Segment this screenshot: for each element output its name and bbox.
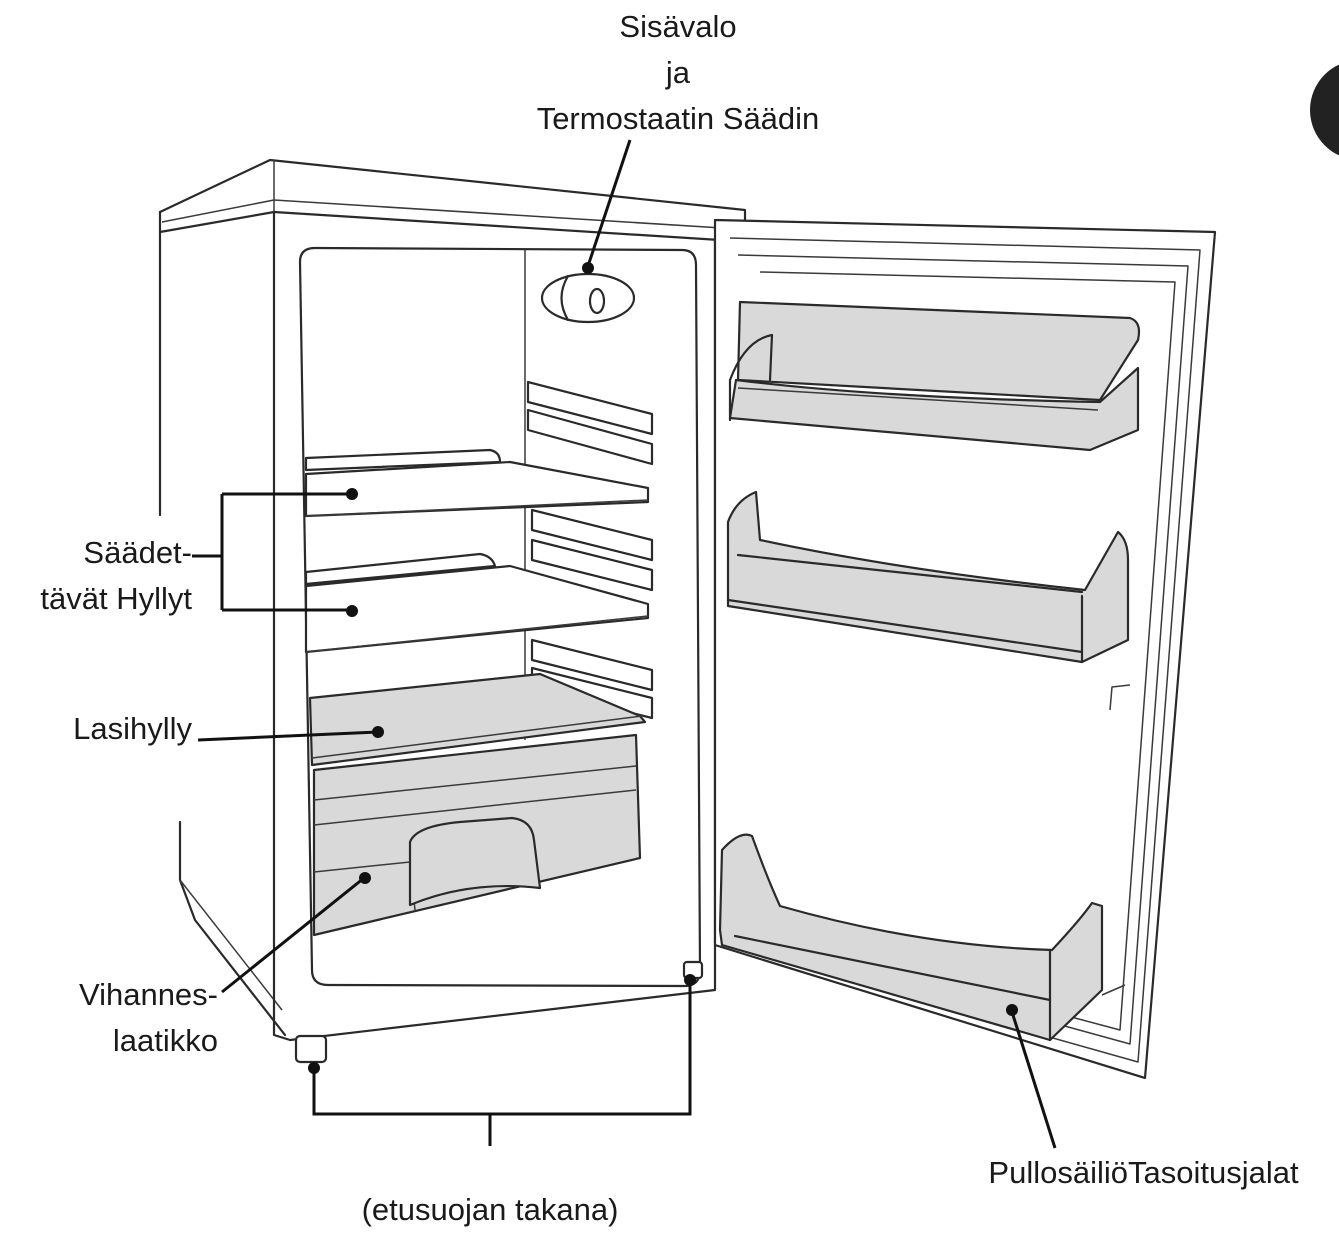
label-glass-shelf-text: Lasihylly [73, 711, 192, 746]
bottle-rack [718, 833, 1126, 1042]
leveling-feet [294, 960, 704, 1064]
glass-shelf [308, 672, 647, 767]
page-tab-marker [1310, 64, 1339, 156]
label-glass-shelf: Lasihylly [20, 706, 192, 752]
label-bottle-rack-feet: PullosäiliöTasoitusjalat [948, 1150, 1339, 1196]
shelf-rails [526, 380, 654, 720]
label-crisper: Vihannes- laatikko [20, 972, 218, 1064]
door-bin-middle [726, 490, 1130, 664]
label-interior-light-line1: Sisävalo [619, 9, 737, 44]
thermostat-housing [540, 272, 636, 324]
adjustable-shelves [304, 448, 650, 654]
label-crisper-line1: Vihannes- [78, 977, 218, 1012]
label-behind-front-cover-text: (etusuojan takana) [361, 1192, 619, 1227]
label-adjustable-shelves-line2: tävät Hyllyt [40, 581, 192, 616]
crisper-drawer [312, 733, 642, 937]
leader-lines [192, 139, 1057, 1149]
label-interior-light: Sisävalo ja Termostaatin Säädin [500, 4, 856, 142]
label-bottle-rack-feet-text: PullosäiliöTasoitusjalat [988, 1155, 1299, 1190]
label-interior-light-line3: Termostaatin Säädin [536, 101, 820, 136]
label-adjustable-shelves: Säädet- tävät Hyllyt [0, 530, 192, 622]
label-crisper-line2: laatikko [112, 1023, 218, 1058]
label-adjustable-shelves-line1: Säädet- [83, 535, 192, 570]
label-behind-front-cover: (etusuojan takana) [300, 1187, 680, 1233]
label-interior-light-line2: ja [665, 55, 691, 90]
door-bin-top [728, 300, 1141, 452]
